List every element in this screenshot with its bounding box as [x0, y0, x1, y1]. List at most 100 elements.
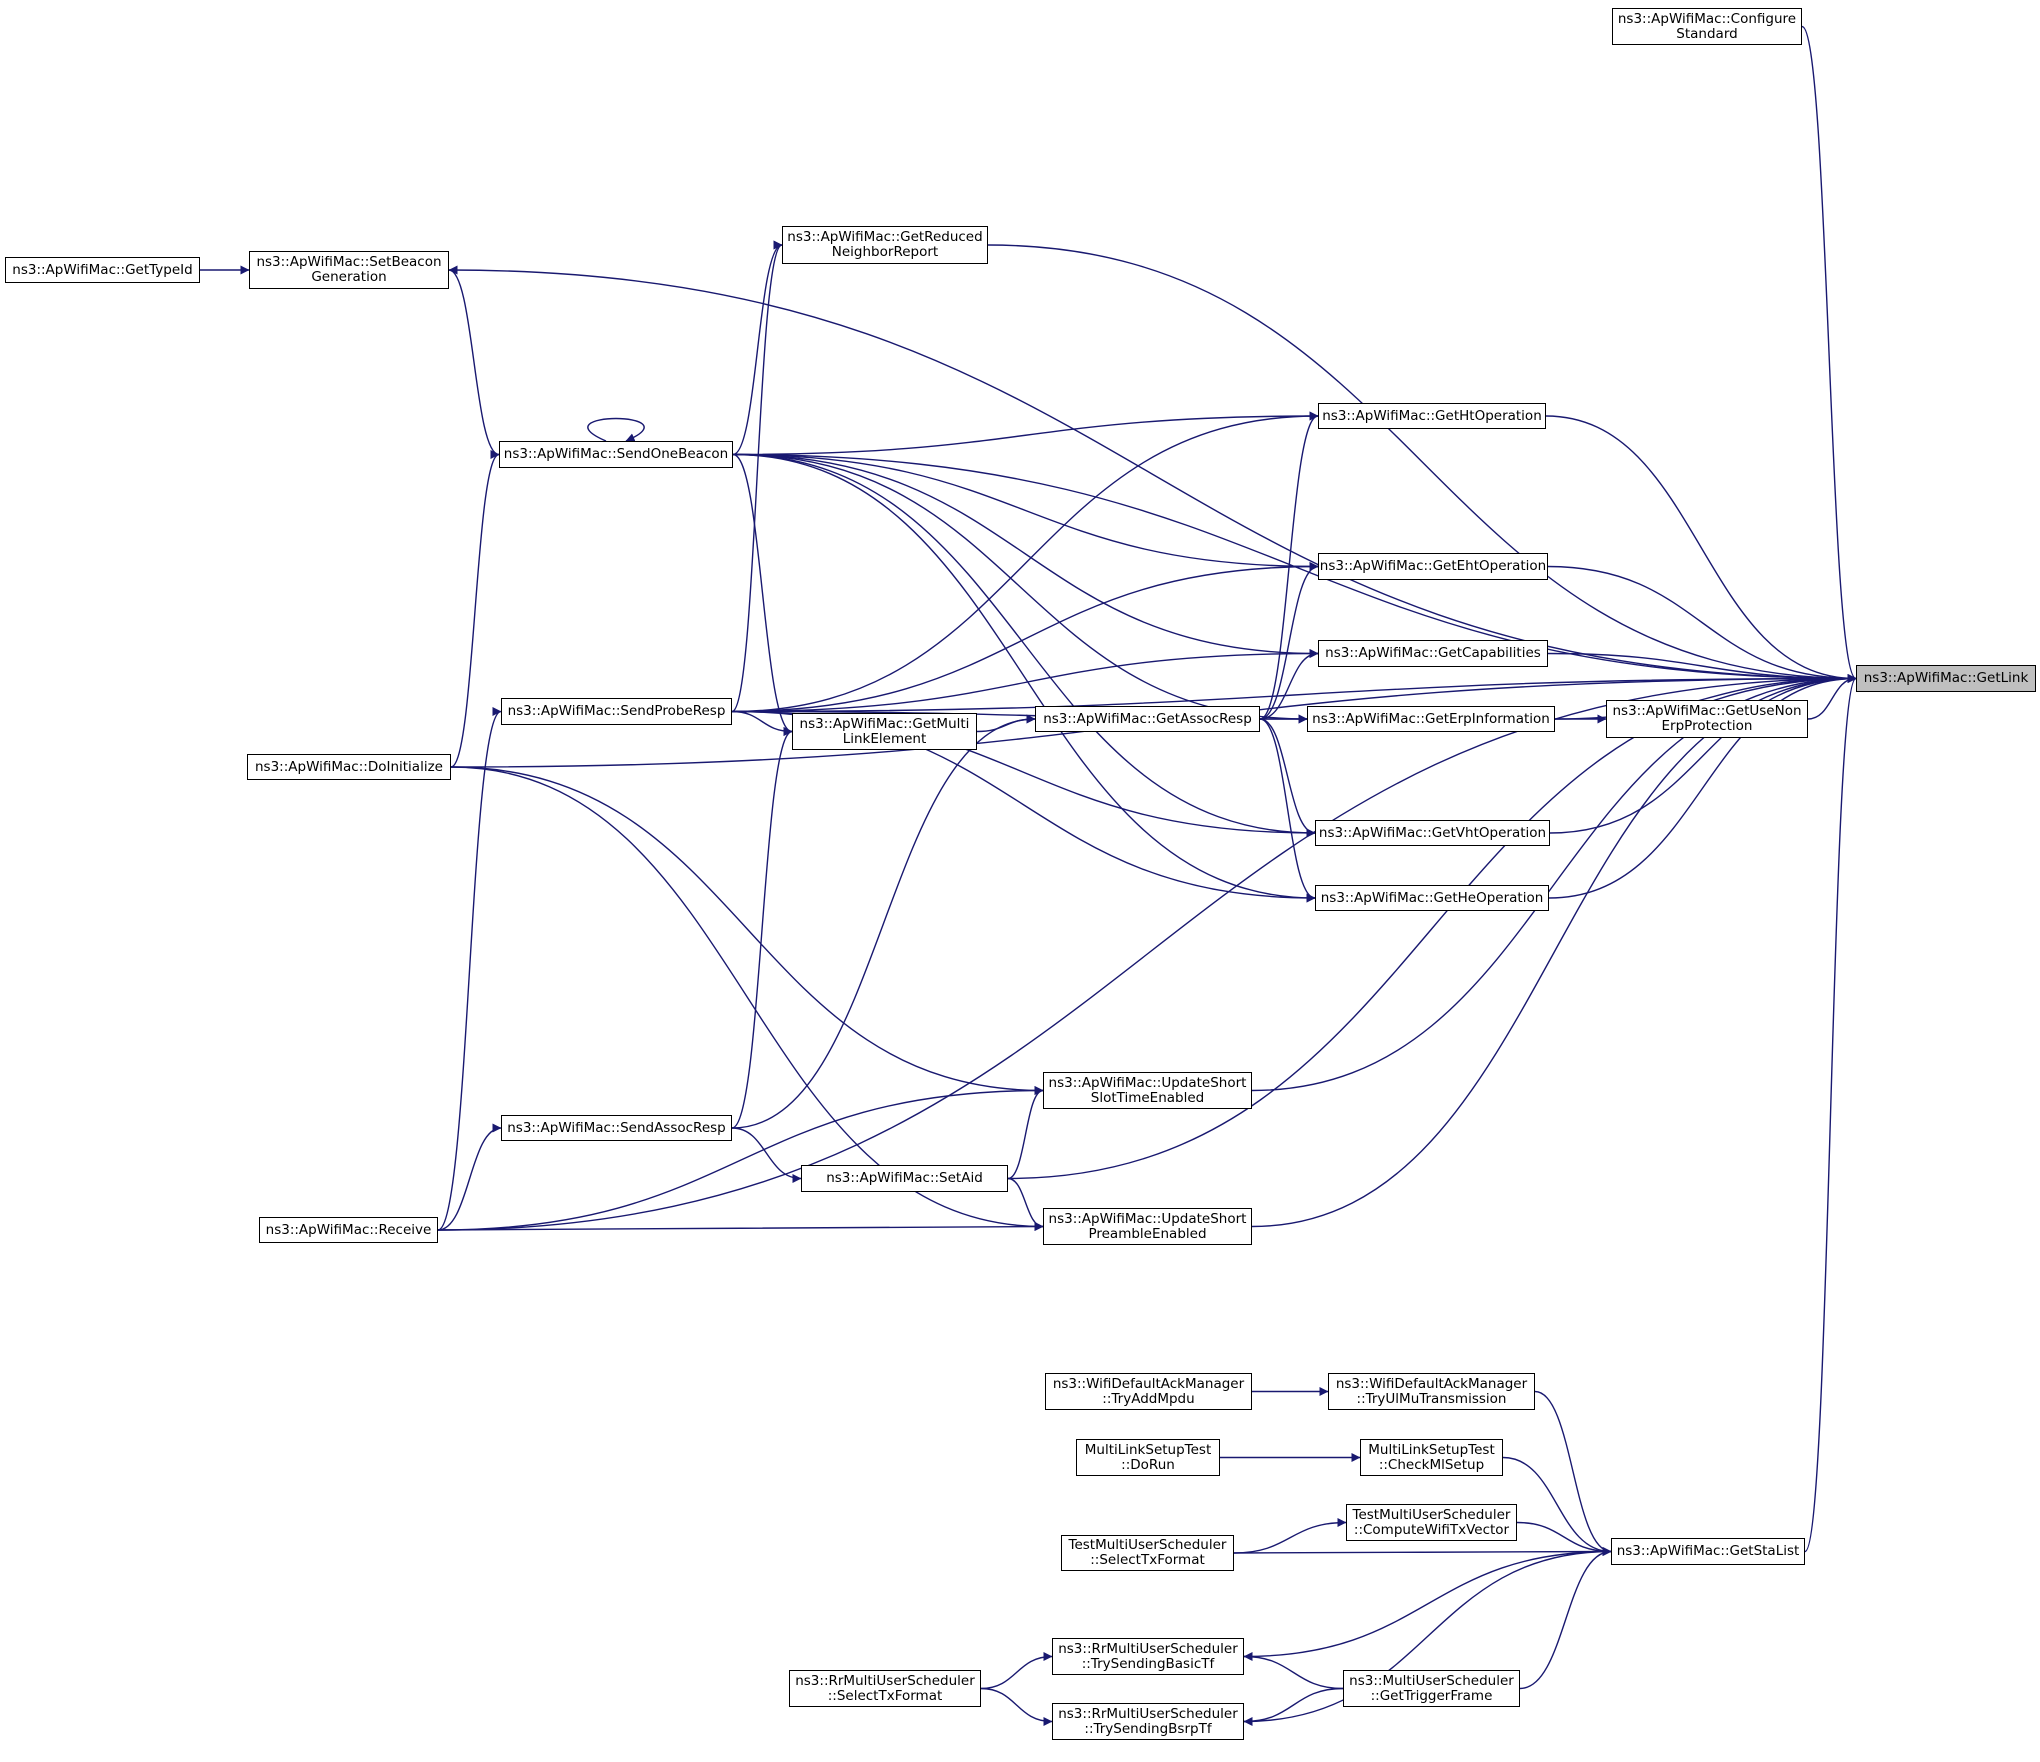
- node-gethtop[interactable]: ns3::ApWifiMac::GetHtOperation: [1318, 403, 1546, 429]
- node-getcap[interactable]: ns3::ApWifiMac::GetCapabilities: [1318, 640, 1548, 667]
- edge-receive-to-updateslot: [437, 1086, 1044, 1231]
- node-label-line: PreambleEnabled: [1088, 1225, 1207, 1242]
- edge-trybasictf-to-getstalist: [1243, 1547, 1612, 1658]
- edge-sendonebeacon-to-geterpinfo: [732, 453, 1308, 724]
- node-sendassocresp[interactable]: ns3::ApWifiMac::SendAssocResp: [501, 1115, 732, 1141]
- edge-setaid-to-updatepreamble: [1007, 1177, 1044, 1231]
- node-label-line: ns3::ApWifiMac::UpdateShort: [1048, 1074, 1247, 1091]
- node-label-line: Generation: [311, 269, 387, 285]
- edge-getassocresp-to-getcap: [1259, 649, 1319, 720]
- edge-getheop-to-getlink: [1548, 674, 1857, 899]
- node-getehtop[interactable]: ns3::ApWifiMac::GetEhtOperation: [1318, 553, 1548, 580]
- edge-receive-to-sendproberesp: [437, 707, 502, 1231]
- edge-sendonebeacon-to-getheop: [732, 453, 1316, 903]
- edge-getcap-to-getlink: [1547, 652, 1857, 683]
- edge-configure-to-getlink: [1801, 25, 1857, 683]
- node-gettypeid[interactable]: ns3::ApWifiMac::GetTypeId: [5, 257, 200, 283]
- node-trybasictf[interactable]: ns3::RrMultiUserScheduler::TrySendingBas…: [1052, 1638, 1244, 1675]
- edge-getassocresp-to-getehtop: [1259, 562, 1319, 720]
- edge-sendonebeacon-to-gethtop: [732, 411, 1319, 456]
- edge-getvhtop-to-getlink: [1549, 674, 1857, 834]
- node-checkml[interactable]: MultiLinkSetupTest::CheckMlSetup: [1360, 1439, 1503, 1476]
- node-getstalist[interactable]: ns3::ApWifiMac::GetStaList: [1611, 1538, 1805, 1565]
- edge-computetxv-to-getstalist: [1516, 1521, 1612, 1556]
- node-getlink[interactable]: ns3::ApWifiMac::GetLink: [1856, 665, 2036, 692]
- edge-sendonebeacon-to-getvhtop: [732, 453, 1316, 838]
- node-label-line: ::TryAddMpdu: [1102, 1390, 1195, 1407]
- node-label-line: ::GetTriggerFrame: [1370, 1687, 1493, 1704]
- edge-sendassocresp-to-setaid: [731, 1127, 802, 1183]
- node-label-line: ns3::WifiDefaultAckManager: [1052, 1375, 1245, 1392]
- node-getvhtop[interactable]: ns3::ApWifiMac::GetVhtOperation: [1315, 820, 1550, 846]
- node-sendproberesp[interactable]: ns3::ApWifiMac::SendProbeResp: [501, 698, 732, 725]
- node-gettrigger[interactable]: ns3::MultiUserScheduler::GetTriggerFrame: [1343, 1670, 1520, 1707]
- node-testselecttx[interactable]: TestMultiUserScheduler::SelectTxFormat: [1061, 1535, 1234, 1571]
- node-label-line: TestMultiUserScheduler: [1068, 1537, 1227, 1553]
- node-label-line: ::TrySendingBasicTf: [1081, 1655, 1215, 1672]
- node-label-line: ns3::RrMultiUserScheduler: [1058, 1640, 1238, 1657]
- edge-sendassocresp-to-getmultilink: [731, 727, 793, 1129]
- node-geterpinfo[interactable]: ns3::ApWifiMac::GetErpInformation: [1307, 706, 1555, 732]
- node-setaid[interactable]: ns3::ApWifiMac::SetAid: [801, 1165, 1008, 1192]
- node-label-line: ::SelectTxFormat: [1090, 1552, 1205, 1568]
- edge-tryulmu-to-getstalist: [1534, 1390, 1612, 1556]
- node-label-line: ns3::MultiUserScheduler: [1349, 1672, 1514, 1689]
- node-label-line: ns3::ApWifiMac::GetReduced: [787, 229, 983, 245]
- node-label-line: ns3::ApWifiMac::SendAssocResp: [507, 1119, 726, 1136]
- node-label-line: ::TrySendingBsrpTf: [1084, 1720, 1212, 1737]
- node-label-line: ns3::RrMultiUserScheduler: [1058, 1705, 1238, 1722]
- edge-gettrigger-to-trybsrptf: [1243, 1687, 1344, 1726]
- node-label-line: ns3::ApWifiMac::Configure: [1617, 10, 1797, 27]
- node-label-line: ns3::ApWifiMac::GetEhtOperation: [1319, 558, 1547, 574]
- edge-getehtop-to-getlink: [1547, 565, 1857, 683]
- edge-sendproberesp-to-getcap: [731, 649, 1319, 713]
- node-tryaddmpdu[interactable]: ns3::WifiDefaultAckManager::TryAddMpdu: [1045, 1373, 1252, 1410]
- node-getassocresp[interactable]: ns3::ApWifiMac::GetAssocResp: [1035, 706, 1260, 732]
- node-computetxv[interactable]: TestMultiUserScheduler::ComputeWifiTxVec…: [1346, 1504, 1517, 1541]
- edge-setbeacon-to-getlink: [448, 269, 1857, 683]
- node-sendonebeacon[interactable]: ns3::ApWifiMac::SendOneBeacon: [499, 441, 733, 468]
- edge-doinit-to-sendonebeacon: [450, 450, 500, 768]
- edge-getassocresp-to-getheop: [1259, 718, 1316, 903]
- node-doinit[interactable]: ns3::ApWifiMac::DoInitialize: [247, 754, 451, 780]
- edge-updatepreamble-to-getlink: [1251, 674, 1857, 1228]
- node-label-line: TestMultiUserScheduler: [1352, 1506, 1511, 1523]
- node-receive[interactable]: ns3::ApWifiMac::Receive: [259, 1217, 438, 1243]
- node-label-line: ns3::ApWifiMac::GetHtOperation: [1322, 407, 1542, 424]
- node-label-line: SlotTimeEnabled: [1090, 1089, 1205, 1106]
- node-label-line: ns3::ApWifiMac::Receive: [265, 1221, 432, 1238]
- node-label-line: NeighborReport: [831, 244, 939, 260]
- node-mlsdorun[interactable]: MultiLinkSetupTest::DoRun: [1076, 1439, 1220, 1476]
- node-rrselecttx[interactable]: ns3::RrMultiUserScheduler::SelectTxForma…: [789, 1670, 981, 1707]
- node-tryulmu[interactable]: ns3::WifiDefaultAckManager::TryUlMuTrans…: [1328, 1373, 1535, 1410]
- edge-gettrigger-to-trybasictf: [1243, 1652, 1344, 1690]
- node-label-line: ns3::ApWifiMac::GetTypeId: [12, 261, 193, 278]
- edge-testselecttx-to-computetxv: [1233, 1518, 1347, 1554]
- node-label-line: ns3::WifiDefaultAckManager: [1335, 1375, 1528, 1392]
- node-label-line: LinkElement: [842, 730, 927, 747]
- node-label-line: ns3::ApWifiMac::SetAid: [826, 1170, 983, 1186]
- edge-doinit-to-updateslot: [450, 766, 1044, 1095]
- node-trybsrptf[interactable]: ns3::RrMultiUserScheduler::TrySendingBsr…: [1052, 1703, 1244, 1740]
- edge-gethtop-to-getlink: [1545, 415, 1857, 683]
- node-label-line: MultiLinkSetupTest: [1084, 1441, 1212, 1458]
- edge-getstalist-to-getlink: [1804, 674, 1857, 1553]
- edge-sendproberesp-to-gethtop: [731, 411, 1319, 713]
- edge-sendproberesp-to-getreduced: [731, 240, 783, 713]
- edge-receive-to-sendassocresp: [437, 1123, 502, 1231]
- edge-sendonebeacon-to-getcap: [732, 453, 1319, 658]
- node-label-line: ErpProtection: [1661, 718, 1753, 734]
- edge-sendonebeacon-to-getmultilink: [732, 453, 793, 736]
- edge-checkml-to-getstalist: [1502, 1456, 1612, 1556]
- node-label-line: ns3::ApWifiMac::GetLink: [1863, 670, 2029, 686]
- node-getheop[interactable]: ns3::ApWifiMac::GetHeOperation: [1315, 885, 1549, 911]
- node-label-line: ns3::ApWifiMac::SendOneBeacon: [503, 446, 729, 462]
- node-label-line: ns3::ApWifiMac::GetUseNon: [1612, 703, 1802, 719]
